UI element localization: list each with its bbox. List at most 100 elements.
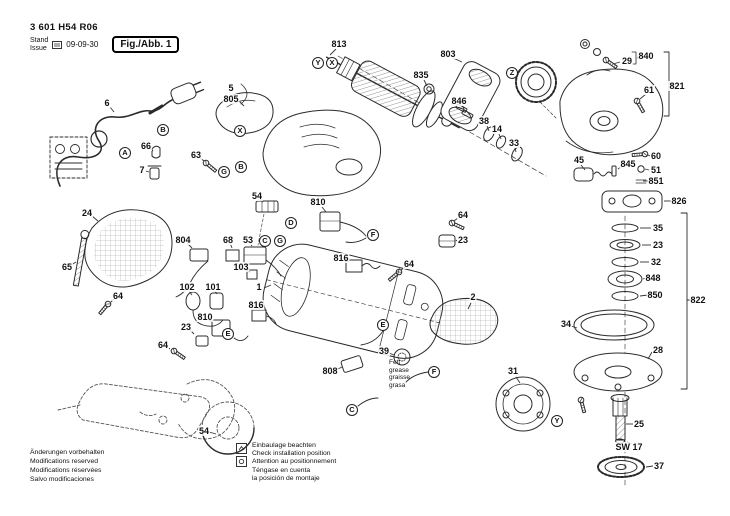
part-callout-7: 7 <box>138 165 146 175</box>
part-callout-14: 14 <box>490 124 504 134</box>
ref-letter-a: A <box>119 147 131 159</box>
part-callout-804: 804 <box>174 235 192 245</box>
ref-letter-z: Z <box>506 67 518 79</box>
drawing-header: 3 601 H54 R06 Stand Issue 09-09-30 Fig./… <box>30 22 180 53</box>
part-callout-54: 54 <box>250 191 264 201</box>
part-callout-2: 2 <box>469 292 477 302</box>
part-callout-68: 68 <box>221 235 235 245</box>
stand-label: Stand <box>30 36 49 44</box>
part-callout-64: 64 <box>156 340 170 350</box>
installation-line: Attention au positionnement <box>252 458 337 466</box>
part-callout-54: 54 <box>197 426 211 436</box>
part-callout-826: 826 <box>670 196 688 206</box>
installation-line: la posición de montaje <box>252 474 320 482</box>
part-callout-25: 25 <box>632 419 646 429</box>
part-callout-816: 816 <box>247 300 265 310</box>
part-callout-851: 851 <box>647 176 665 186</box>
part-callout-23: 23 <box>651 240 665 250</box>
issue-label: Issue <box>30 44 47 52</box>
part-callout-835: 835 <box>412 70 430 80</box>
revision-line: Modifications réservées <box>30 467 102 474</box>
part-callout-1: 1 <box>255 282 263 292</box>
part-callout-805: 805 <box>222 94 240 104</box>
part-callout-23: 23 <box>456 235 470 245</box>
ref-letter-c: C <box>259 235 271 247</box>
part-callout-31: 31 <box>506 366 520 376</box>
part-callout-850: 850 <box>646 290 664 300</box>
part-callout-sw-17: SW 17 <box>614 442 644 452</box>
part-callout-102: 102 <box>178 282 196 292</box>
part-callout-34: 34 <box>559 319 573 329</box>
part-callout-816: 816 <box>332 253 350 263</box>
part-callout-66: 66 <box>139 141 153 151</box>
part-callout-821: 821 <box>668 81 686 91</box>
ref-letter-y: Y <box>312 57 324 69</box>
ref-letter-c: C <box>346 404 358 416</box>
grease-line: graisse <box>389 374 410 382</box>
installation-pictogram-icon <box>236 443 247 454</box>
part-callout-29: 29 <box>620 56 634 66</box>
part-callout-38: 38 <box>477 116 491 126</box>
part-callout-23: 23 <box>179 322 193 332</box>
part-callout-810: 810 <box>196 312 214 322</box>
revision-line: Salvo modificaciones <box>30 476 94 483</box>
part-callout-51: 51 <box>649 165 663 175</box>
part-callout-848: 848 <box>644 273 662 283</box>
part-callout-810: 810 <box>309 197 327 207</box>
ref-letter-b: B <box>157 124 169 136</box>
part-callout-64: 64 <box>402 259 416 269</box>
ref-letter-g: G <box>218 166 230 178</box>
ref-letter-e: E <box>377 319 389 331</box>
part-callout-808: 808 <box>321 366 339 376</box>
part-callout-45: 45 <box>572 155 586 165</box>
part-callout-101: 101 <box>204 282 222 292</box>
part-callout-64: 64 <box>456 210 470 220</box>
ref-letter-f: F <box>367 229 379 241</box>
part-callout-24: 24 <box>80 208 94 218</box>
revision-note: Änderungen vorbehalten Modifications res… <box>30 448 104 484</box>
issue-date: 09-09-30 <box>66 40 99 49</box>
part-number: 3 601 H54 R06 <box>30 22 98 33</box>
part-callout-5: 5 <box>227 83 235 93</box>
part-callout-53: 53 <box>241 235 255 245</box>
ref-letter-e: E <box>222 328 234 340</box>
installation-line: Check installation position <box>252 450 331 458</box>
installation-note: Einbaulage beachten Check installation p… <box>236 442 336 483</box>
part-callout-61: 61 <box>642 85 656 95</box>
part-callout-840: 840 <box>637 51 655 61</box>
part-callout-813: 813 <box>330 39 348 49</box>
part-callout-39: 39 <box>377 346 391 356</box>
revision-line: Modifications reserved <box>30 458 98 465</box>
stamp-icon <box>52 40 63 49</box>
installation-line: Téngase en cuenta <box>252 466 311 474</box>
part-callout-32: 32 <box>649 257 663 267</box>
part-callout-35: 35 <box>651 223 665 233</box>
part-callout-103: 103 <box>232 262 250 272</box>
grease-note: Fett grease graisse grasa <box>389 359 410 389</box>
revision-line: Änderungen vorbehalten <box>30 449 105 456</box>
part-callout-65: 65 <box>60 262 74 272</box>
grease-line: grasa <box>389 381 406 389</box>
grease-line: grease <box>389 366 409 374</box>
ref-letter-x: X <box>234 125 246 137</box>
ref-letter-g: G <box>274 235 286 247</box>
installation-pictogram-icon <box>236 456 247 467</box>
ref-letter-x: X <box>326 57 338 69</box>
part-callout-803: 803 <box>439 49 457 59</box>
ref-letter-d: D <box>285 217 297 229</box>
grease-line: Fett <box>389 359 401 366</box>
ref-letter-f: F <box>428 366 440 378</box>
part-callout-63: 63 <box>189 150 203 160</box>
ref-letter-y: Y <box>551 415 563 427</box>
part-callout-845: 845 <box>619 159 637 169</box>
figure-label: Fig./Abb. 1 <box>112 36 180 53</box>
part-callout-6: 6 <box>103 98 111 108</box>
part-callout-64: 64 <box>111 291 125 301</box>
part-callout-846: 846 <box>450 96 468 106</box>
ref-letter-b: B <box>235 161 247 173</box>
installation-line: Einbaulage beachten <box>252 442 316 449</box>
part-callout-37: 37 <box>652 461 666 471</box>
part-callout-822: 822 <box>689 295 707 305</box>
